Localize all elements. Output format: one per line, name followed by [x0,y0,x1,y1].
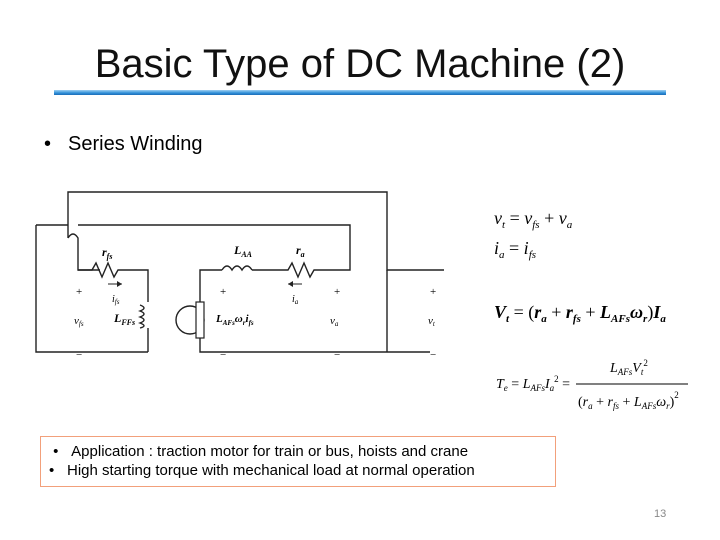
application-line: • Application : traction motor for train … [49,442,555,461]
label-v-fs: vfs [74,315,84,328]
title-underline [54,90,666,95]
svg-text:Te = LAFsIa2 =: Te = LAFsIa2 = [496,374,570,393]
application-box: • Application : traction motor for train … [40,436,556,487]
label-v-a: va [330,315,339,328]
box-bullet-1: • [53,443,59,460]
plus-vfs: + [76,286,82,298]
minus-vfs: − [76,349,82,361]
plus-vt: + [430,286,436,298]
equation-3: Vt = (ra + rfs + LAFsωr)Ia [494,302,666,325]
plus-va: + [334,286,340,298]
page-number: 13 [654,508,667,520]
minus-va: − [334,349,340,361]
label-i-a: ia [292,294,299,306]
label-i-fs: ifs [112,294,120,306]
label-v-t: vt [428,315,436,328]
series-winding-circuit: rfs ifs LFFs LAA ra ia LAFsωrifs + vfs −… [35,191,444,361]
plus-motor: + [220,286,226,298]
label-r-fs: rfs [102,245,112,261]
equation-1: vt = vfs + va [494,208,573,231]
svg-text:LAFsVt2: LAFsVt2 [609,358,648,377]
svg-text:(ra + rfs + LAFsωr)2: (ra + rfs + LAFsωr)2 [578,390,679,411]
torque-text: High starting torque with mechanical loa… [67,462,475,479]
minus-vt: − [430,349,436,361]
bullet-text: Series Winding [68,133,203,155]
application-text: Application : traction motor for train o… [71,443,469,460]
bullet-dot: • [44,133,52,155]
minus-motor: − [220,349,226,361]
bullet-series-winding: • Series Winding [44,133,203,156]
equation-4: Te = LAFsIa2 = LAFsVt2 (ra + rfs + LAFsω… [496,358,688,411]
equations: vt = vfs + va ia = ifs Vt = (ra + rfs + … [494,208,688,411]
label-L-FFs: LFFs [113,311,135,327]
box-bullet-2: • [49,462,55,479]
equation-2: ia = ifs [494,238,536,261]
label-emf: LAFsωrifs [215,313,254,327]
torque-line: • High starting torque with mechanical lo… [49,461,555,480]
label-r-a: ra [296,243,305,259]
label-L-AA: LAA [233,243,253,259]
slide-title: Basic Type of DC Machine (2) [94,42,626,86]
